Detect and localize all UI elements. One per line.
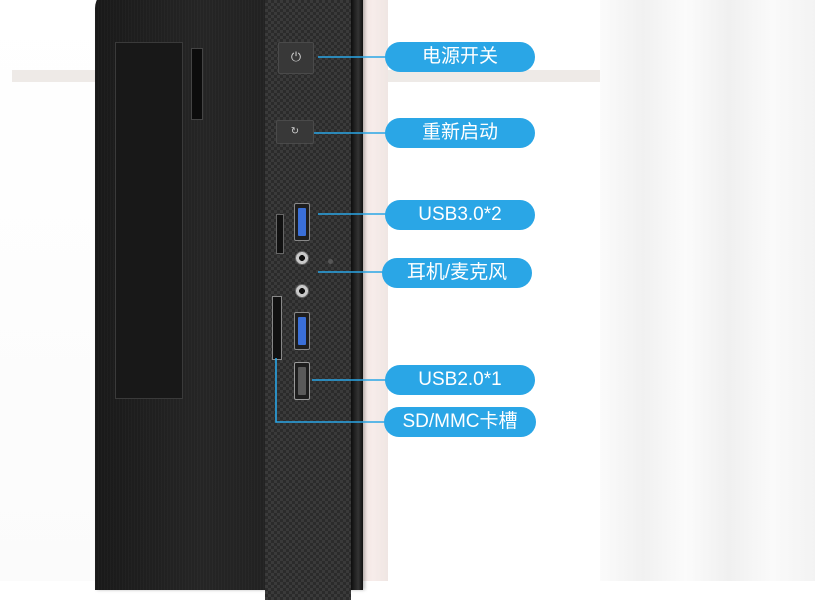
usb3-port-1 bbox=[294, 203, 310, 241]
small-card-slot bbox=[276, 214, 284, 254]
power-button: ⏻ bbox=[278, 42, 314, 74]
top-card-slot bbox=[191, 48, 203, 120]
label-sd-card: SD/MMC卡槽 bbox=[384, 407, 536, 437]
indicator-dot bbox=[328, 259, 333, 264]
usb3-port-2 bbox=[294, 312, 310, 350]
label-usb3: USB3.0*2 bbox=[385, 200, 535, 230]
leader-lines bbox=[275, 56, 386, 423]
sd-card-slot bbox=[272, 296, 282, 360]
label-restart: 重新启动 bbox=[385, 118, 535, 148]
label-usb2: USB2.0*1 bbox=[385, 365, 535, 395]
headphone-jack bbox=[295, 251, 309, 265]
reset-button: ↻ bbox=[276, 120, 314, 144]
background-pillar bbox=[358, 0, 388, 581]
background-wall bbox=[0, 0, 95, 581]
label-audio: 耳机/麦克风 bbox=[382, 258, 532, 288]
usb2-port bbox=[294, 362, 310, 400]
label-power-switch: 电源开关 bbox=[385, 42, 535, 72]
background-window bbox=[600, 0, 815, 581]
optical-drive-bay bbox=[115, 42, 183, 399]
power-icon: ⏻ bbox=[290, 50, 302, 65]
microphone-jack bbox=[295, 284, 309, 298]
restart-icon: ↻ bbox=[290, 126, 300, 137]
leader-line-sd bbox=[275, 358, 385, 423]
case-edge bbox=[351, 0, 363, 590]
